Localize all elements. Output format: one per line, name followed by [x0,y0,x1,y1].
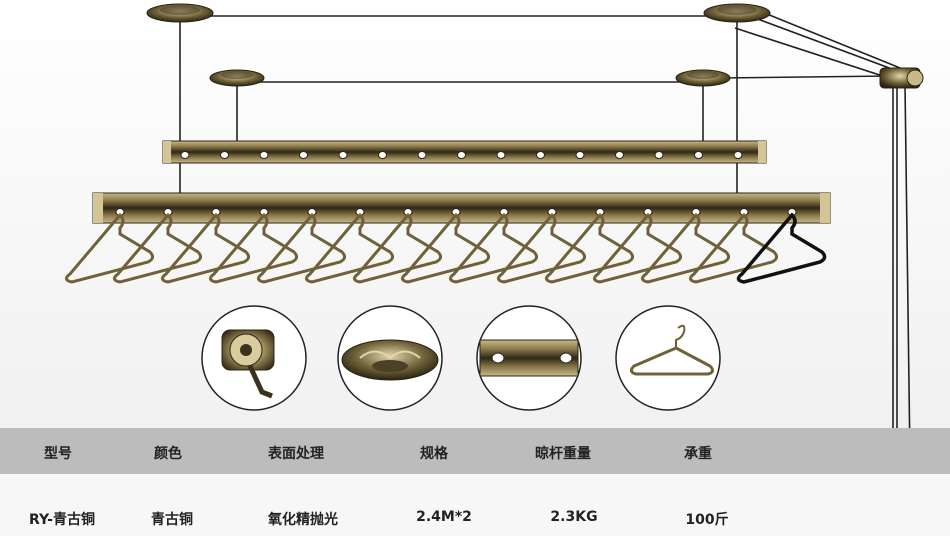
rail-hole [220,151,229,159]
corner-pulley-icon [879,67,924,89]
rail-hole [694,151,703,159]
header-color: 颜色 [154,446,182,462]
hanger-icon [593,212,683,284]
value-weight: 2.3KG [550,509,598,525]
ceiling-pulley-icon [146,3,214,23]
rail-hole [299,151,308,159]
rail-hole [654,151,664,159]
rail-hole [575,151,585,159]
header-spec: 规格 [420,446,448,462]
hanger-icon [113,212,203,284]
hanger-icon [736,212,827,284]
hangers [65,212,827,284]
value-surface: 氧化精抛光 [268,512,338,528]
header-surface: 表面处理 [268,446,324,462]
rail-hole [496,151,506,159]
hanger-icon [209,212,299,284]
rail-hole [259,151,269,159]
rail-hole [338,151,348,159]
rail-hole [180,151,190,159]
detail-rail [476,305,582,411]
hanger-icon [689,212,779,284]
detail-crank [201,305,307,411]
rail-hole [417,151,427,159]
detail-pulley [337,305,443,411]
value-spec: 2.4M*2 [416,509,472,525]
rail-hole [536,151,545,159]
hanger-icon [353,212,443,284]
value-color: 青古铜 [151,512,193,528]
ceiling-pulley-icon [703,3,771,23]
spec-table-header: 型号 颜色 表面处理 规格 晾杆重量 承重 [0,428,950,474]
hanger-icon [641,212,731,284]
upper-rail [162,140,767,164]
header-load: 承重 [684,446,712,462]
value-model: RY-青古铜 [29,512,95,528]
ceiling-pulley-icon [675,69,731,87]
drying-rails [92,140,831,224]
hanger-icon [449,212,539,284]
header-model: 型号 [44,446,72,462]
rail-hole [733,151,743,159]
spec-table-row: RY-青古铜 青古铜 氧化精抛光 2.4M*2 2.3KG 100斤 [0,474,950,536]
hanger-icon [305,212,395,284]
hanger-icon [497,212,587,284]
rail-hole [378,151,387,159]
lower-rail [92,192,831,224]
header-weight: 晾杆重量 [535,446,591,462]
value-load: 100斤 [685,512,729,528]
hanger-icon [545,212,635,284]
cables [179,11,911,461]
hanger-icon [257,212,347,284]
rail-hole [615,151,624,159]
rail-hole [457,151,466,159]
ceiling-pulley-icon [209,69,265,87]
hanger-icon [161,212,251,284]
detail-hanger [615,305,721,411]
hanger-icon [401,212,491,284]
hanger-icon [65,212,155,284]
